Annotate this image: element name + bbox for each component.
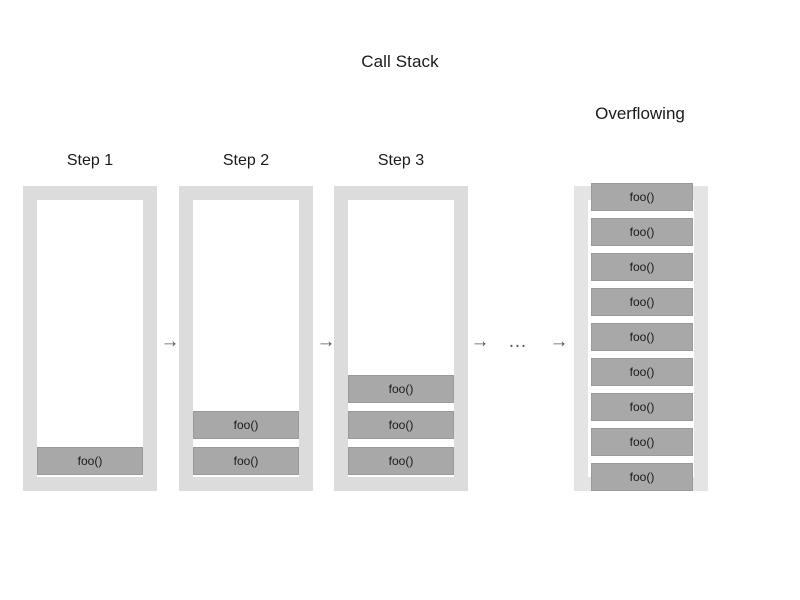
- page-title: Call Stack: [361, 52, 439, 71]
- stack-frame: foo(): [37, 447, 143, 475]
- step-label-2: Step 2: [222, 152, 270, 169]
- flow-arrow-3: →: [470, 331, 490, 352]
- ellipsis-separator: …: [508, 331, 528, 352]
- flow-arrow-2: →: [316, 331, 336, 352]
- flow-arrow-1: →: [160, 331, 180, 352]
- stack-frame: foo(): [591, 218, 693, 246]
- stack-frame: foo(): [348, 411, 454, 439]
- stack-frames-1: foo(): [37, 447, 143, 475]
- call-stack-step-3: foo() foo() foo(): [334, 186, 468, 491]
- stack-frame: foo(): [591, 253, 693, 281]
- stack-frame: foo(): [591, 183, 693, 211]
- stack-frame: foo(): [348, 375, 454, 403]
- stack-frame: foo(): [591, 393, 693, 421]
- stack-frames-2: foo() foo(): [193, 411, 299, 475]
- stack-inner-area-1: [37, 200, 143, 477]
- call-stack-step-2: foo() foo(): [179, 186, 313, 491]
- step-label-3: Step 3: [377, 152, 425, 169]
- flow-arrow-4: →: [549, 331, 569, 352]
- stack-frame: foo(): [591, 428, 693, 456]
- stack-frame: foo(): [193, 447, 299, 475]
- stack-frame: foo(): [591, 288, 693, 316]
- call-stack-step-1: foo(): [23, 186, 157, 491]
- stack-frame: foo(): [348, 447, 454, 475]
- stack-frames-3: foo() foo() foo(): [348, 375, 454, 475]
- stack-frame: foo(): [193, 411, 299, 439]
- overflowing-title: Overflowing: [595, 104, 685, 123]
- stack-frame: foo(): [591, 463, 693, 491]
- stack-frame: foo(): [591, 358, 693, 386]
- stack-frames-overflowing: foo() foo() foo() foo() foo() foo() foo(…: [591, 183, 693, 491]
- step-label-1: Step 1: [66, 152, 114, 169]
- stack-frame: foo(): [591, 323, 693, 351]
